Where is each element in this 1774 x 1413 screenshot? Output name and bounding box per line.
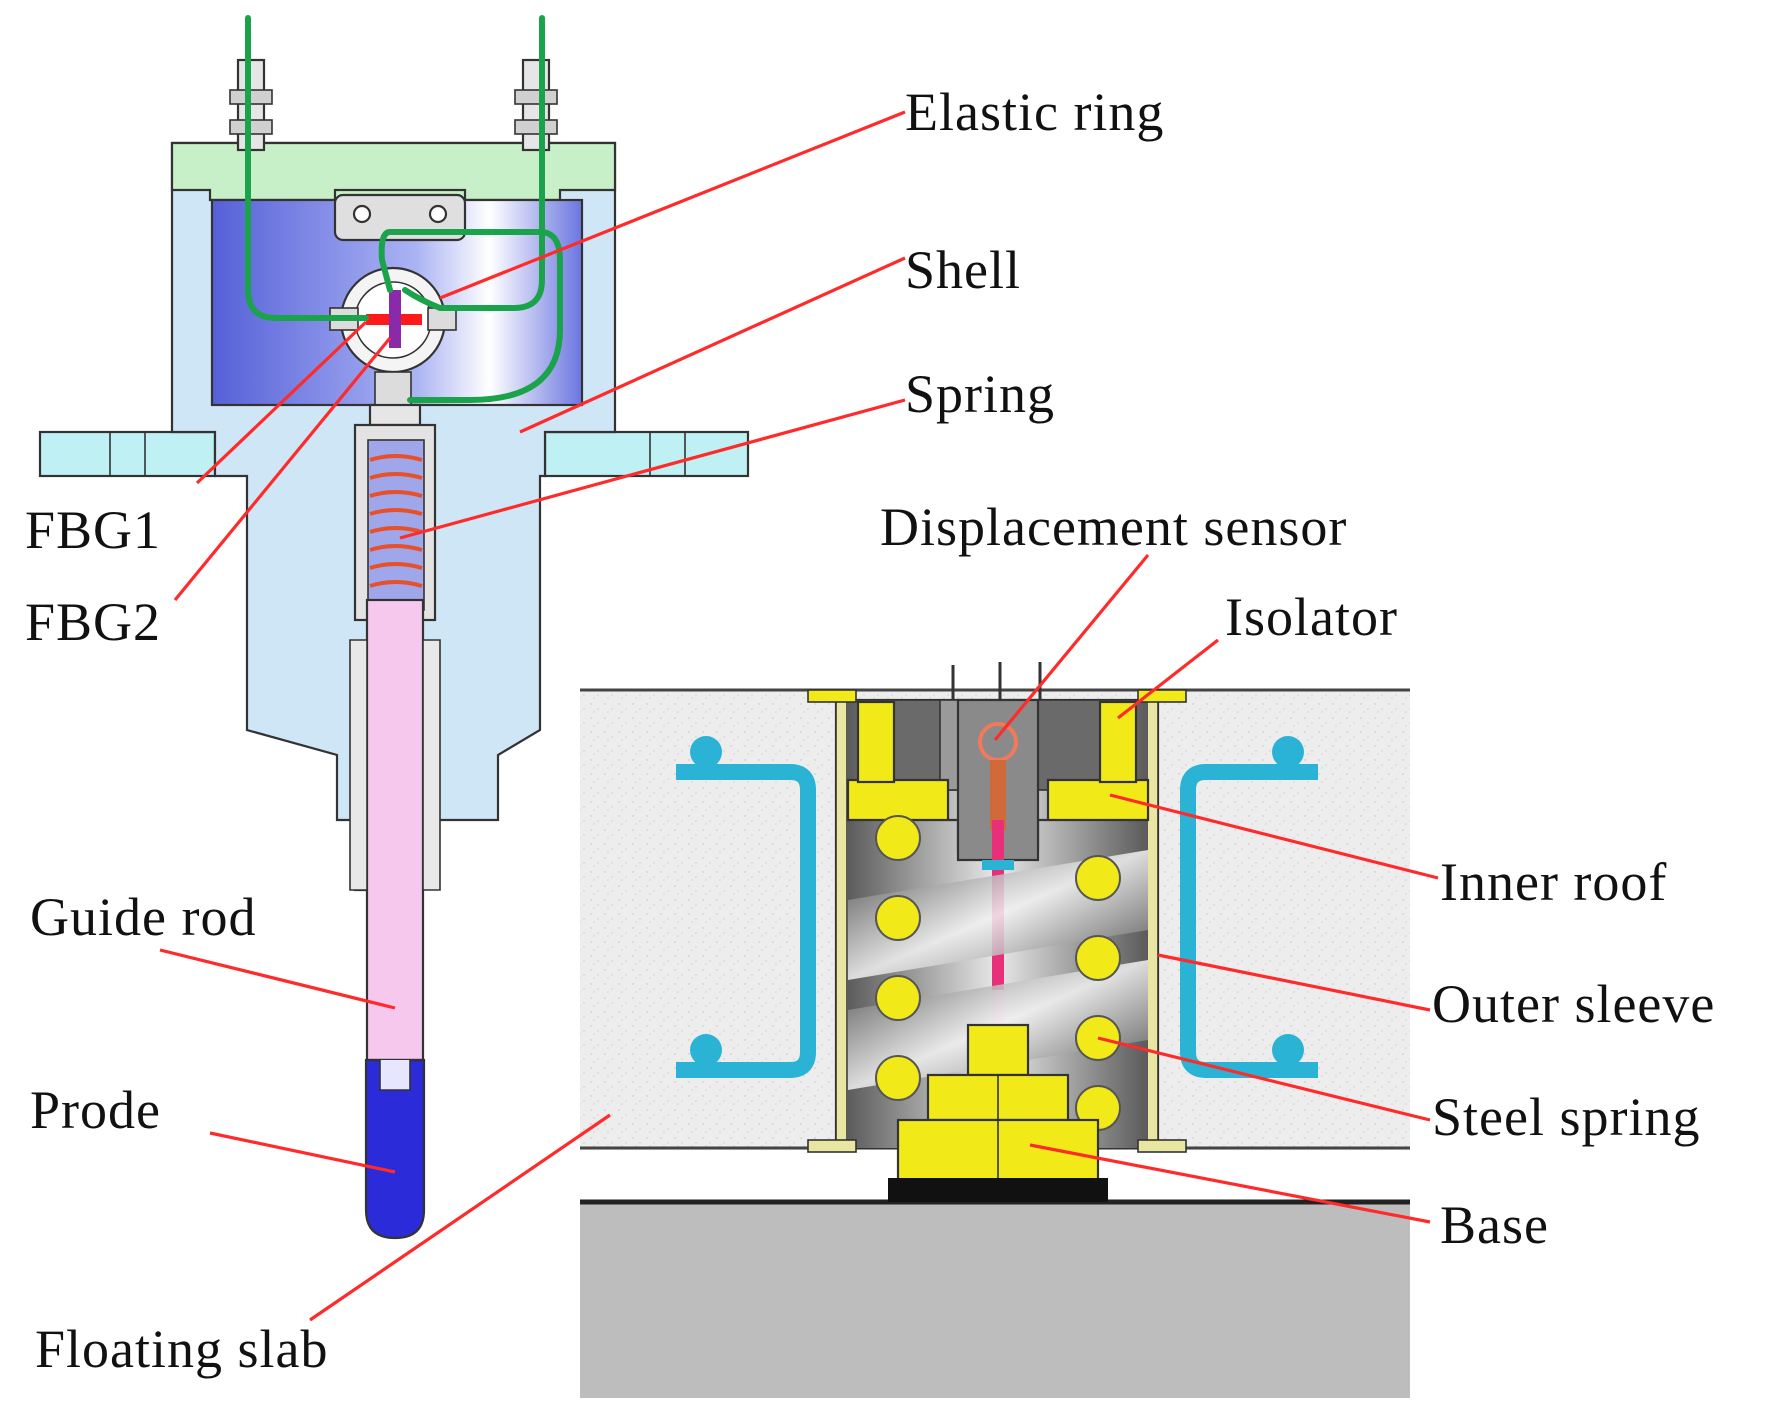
screw-right [428, 204, 448, 224]
leader-shell [519, 256, 906, 434]
optical-fiber [245, 15, 563, 403]
leader-steel-spring [1097, 1036, 1431, 1122]
label-spring: Spring [905, 364, 1055, 424]
label-fbg2: FBG2 [25, 592, 161, 652]
label-shell: Shell [905, 240, 1021, 300]
leader-displacement-sensor [993, 553, 1150, 742]
leader-base [1029, 1143, 1431, 1224]
leader-floating-slab [309, 1113, 611, 1322]
leader-elastic-ring [439, 110, 906, 300]
leader-inner-roof [1109, 793, 1439, 880]
leader-probe [209, 1131, 396, 1174]
leader-isolator [1117, 638, 1219, 720]
leader-guide-rod [159, 948, 396, 1010]
fbg-sensor [38, 15, 750, 1240]
isolator-assembly [580, 662, 1410, 1398]
leader-spring [399, 398, 906, 540]
probe [364, 1058, 426, 1240]
label-isolator: Isolator [1225, 587, 1398, 647]
leader-fbg2 [173, 336, 392, 602]
label-guide-rod: Guide rod [30, 887, 256, 947]
label-inner-roof: Inner roof [1440, 852, 1667, 912]
label-outer-sleeve: Outer sleeve [1432, 974, 1715, 1034]
label-probe: Prode [30, 1080, 161, 1140]
label-displacement-sensor: Displacement sensor [880, 497, 1347, 557]
guide-rod [365, 598, 425, 1062]
fbg2-grating [389, 290, 401, 348]
leader-lines [159, 110, 1439, 1322]
isolator-post-right [1098, 700, 1138, 784]
label-base: Base [1440, 1195, 1549, 1255]
leader-fbg1 [195, 320, 368, 485]
bracket-left [676, 764, 816, 1078]
ground [580, 1202, 1410, 1398]
label-fbg1: FBG1 [25, 500, 161, 560]
screw-left [352, 204, 372, 224]
isolator-post-left [856, 700, 896, 784]
label-elastic-ring: Elastic ring [905, 82, 1164, 142]
label-steel-spring: Steel spring [1432, 1087, 1700, 1147]
labels: Elastic ring Shell Spring FBG1 FBG2 Guid… [25, 82, 1715, 1379]
spring-coils [369, 454, 423, 588]
flange-right [543, 430, 750, 478]
bracket-right [1180, 764, 1318, 1078]
leader-outer-sleeve [1157, 953, 1431, 1012]
steel-spring [848, 815, 1148, 1131]
flange-left [38, 430, 217, 478]
label-floating-slab: Floating slab [35, 1319, 329, 1379]
fiber-connector-right [514, 58, 558, 152]
